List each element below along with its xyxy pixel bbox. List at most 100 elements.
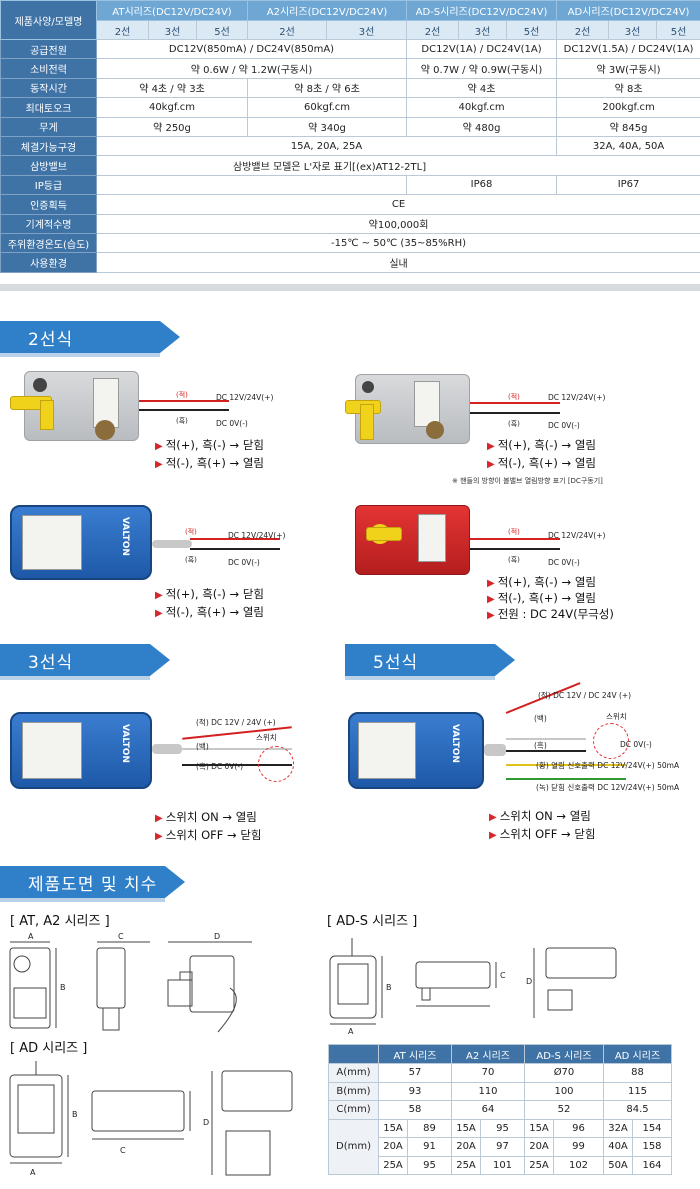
cell: 115 <box>603 1081 672 1101</box>
cell: 40kgf.cm <box>96 97 248 118</box>
dim-label-b: B <box>386 983 392 992</box>
cell: 약 8초 / 약 6초 <box>246 77 408 99</box>
row-label: 최대토오크 <box>0 97 97 118</box>
spec-label-card <box>22 722 82 779</box>
cell: 91 <box>407 1137 452 1157</box>
label-red: (적) DC 12V / 24V (+) <box>196 718 276 727</box>
cell: 20A <box>524 1137 554 1157</box>
section-title: 5선식 <box>373 652 419 673</box>
sub-cell: 3선 <box>325 20 408 40</box>
tag-black: (흑) <box>508 556 520 564</box>
cell: 약100,000회 <box>95 213 700 234</box>
handle-icon <box>366 527 402 541</box>
cell: 96 <box>553 1118 604 1138</box>
rule-line: ▶스위치 OFF → 닫힘 <box>155 827 262 843</box>
ribbon-tip <box>165 866 185 898</box>
spec-label-card <box>358 722 416 779</box>
gear-knob-icon <box>95 420 115 440</box>
label-dc-zero: DC 0V(-) <box>548 421 580 430</box>
dim-label-c: C <box>500 971 506 980</box>
row-label: B(mm) <box>328 1081 379 1101</box>
rule-text: 적(+), 흑(-) → 닫힘 <box>165 438 265 452</box>
gear-knob-icon <box>426 421 444 439</box>
cell: DC12V(1A) / DC24V(1A) <box>406 38 558 60</box>
section-title: 제품도면 및 치수 <box>28 874 158 895</box>
tag-red: (적) <box>508 393 520 401</box>
rule-line: ▶스위치 OFF → 닫힘 <box>489 826 596 842</box>
dim-label-a: A <box>30 1168 36 1177</box>
sub-cell: 5선 <box>656 20 700 40</box>
black-wire <box>470 412 560 414</box>
black-wire <box>139 409 229 411</box>
rule-line: ▶스위치 ON → 열림 <box>489 808 591 824</box>
triangle-icon: ▶ <box>487 594 495 605</box>
cell: 52 <box>524 1100 604 1120</box>
spec-table: 제품사양/모델명 AT시리즈(DC12V/DC24V) A2시리즈(DC12V/… <box>0 0 700 273</box>
dim-label-d: D <box>203 1118 209 1127</box>
row-label: IP등급 <box>0 174 97 196</box>
series-at: AT시리즈(DC12V/DC24V) <box>96 0 248 21</box>
row-temp: 주위환경온도(습도) -15℃ ~ 50℃ (35~85%RH) <box>0 232 700 254</box>
cell: 89 <box>407 1118 452 1138</box>
label-switch: 스위치 <box>256 733 277 742</box>
label-red: (적) DC 12V / DC 24V (+) <box>538 691 632 700</box>
dim-label-d: D <box>214 932 220 941</box>
drawing-ad-s: A B C D <box>329 938 617 1036</box>
triangle-icon: ▶ <box>155 459 163 470</box>
ribbon-underline <box>345 676 495 680</box>
row-label: C(mm) <box>328 1100 379 1120</box>
dim-label-b: B <box>72 1110 78 1119</box>
col-header: AD 시리즈 <box>603 1044 672 1064</box>
row-label: D(mm) <box>328 1118 379 1175</box>
rule-line: ▶전원 : DC 24V(무극성) <box>487 606 614 622</box>
yellow-wire <box>506 764 626 766</box>
cell: 70 <box>451 1063 525 1083</box>
series-ads: AD-S시리즈(DC12V/DC24V) <box>406 0 558 21</box>
cell: 약 845g <box>556 116 700 137</box>
cell: 약 4초 <box>406 77 558 99</box>
dim-label-d: D <box>526 977 532 986</box>
cell: 삼방밸브 모델은 L'자로 표기[(ex)AT12-2TL] <box>95 155 700 176</box>
corner-cell <box>328 1044 379 1064</box>
tag-black: (흑) <box>508 420 520 428</box>
cell: 99 <box>553 1137 604 1157</box>
rule-line: ▶적(-), 흑(+) → 열림 <box>155 604 264 620</box>
row-size: 체결가능구경 15A, 20A, 25A 32A, 40A, 50A <box>0 135 700 157</box>
label-dc-plus: DC 12V/24V(+) <box>228 531 286 540</box>
cell: Ø70 <box>524 1063 604 1083</box>
dim-label-a: A <box>348 1027 354 1036</box>
triangle-icon: ▶ <box>487 610 495 621</box>
label-dc-zero: DC 0V(-) <box>548 558 580 567</box>
sub-cell: 5선 <box>506 20 558 40</box>
spec-label-card <box>418 514 446 562</box>
cell: 약 3W(구동시) <box>556 58 700 79</box>
drawing-ad: A B C D <box>9 1061 293 1177</box>
sub-cell: 3선 <box>148 20 197 40</box>
cell: 88 <box>603 1063 672 1083</box>
rule-line: ▶적(-), 흑(+) → 열림 <box>487 590 596 606</box>
handle-stem-icon <box>40 400 54 430</box>
red-wire <box>470 402 560 404</box>
rule-text: 적(-), 흑(+) → 열림 <box>497 456 597 470</box>
cell: 32A <box>603 1118 633 1138</box>
cell: 15A <box>451 1118 481 1138</box>
dimension-table: AT 시리즈 A2 시리즈 AD-S 시리즈 AD 시리즈 A(mm) 57 7… <box>328 1044 672 1175</box>
heading-ad-s: [ AD-S 시리즈 ] <box>327 914 418 929</box>
red-wire <box>470 538 560 540</box>
green-wire <box>506 778 626 780</box>
rule-text: 스위치 ON → 열림 <box>165 810 257 824</box>
cell: 95 <box>480 1118 525 1138</box>
label-black: (흑) <box>534 741 547 750</box>
cell: CE <box>95 194 700 215</box>
cell: 154 <box>632 1118 672 1138</box>
actuator-a2-2wire <box>355 374 470 444</box>
dim-label-c: C <box>120 1146 126 1155</box>
cell: 약 250g <box>96 116 248 137</box>
cell: 158 <box>632 1137 672 1157</box>
row-label: 공급전원 <box>0 38 97 60</box>
cell: 60kgf.cm <box>246 97 408 118</box>
rule-line: ▶적(+), 흑(-) → 열림 <box>487 437 596 453</box>
cell: 40kgf.cm <box>406 97 558 118</box>
tag-red: (적) <box>185 528 197 536</box>
brand-logo: VALTON <box>120 724 130 763</box>
